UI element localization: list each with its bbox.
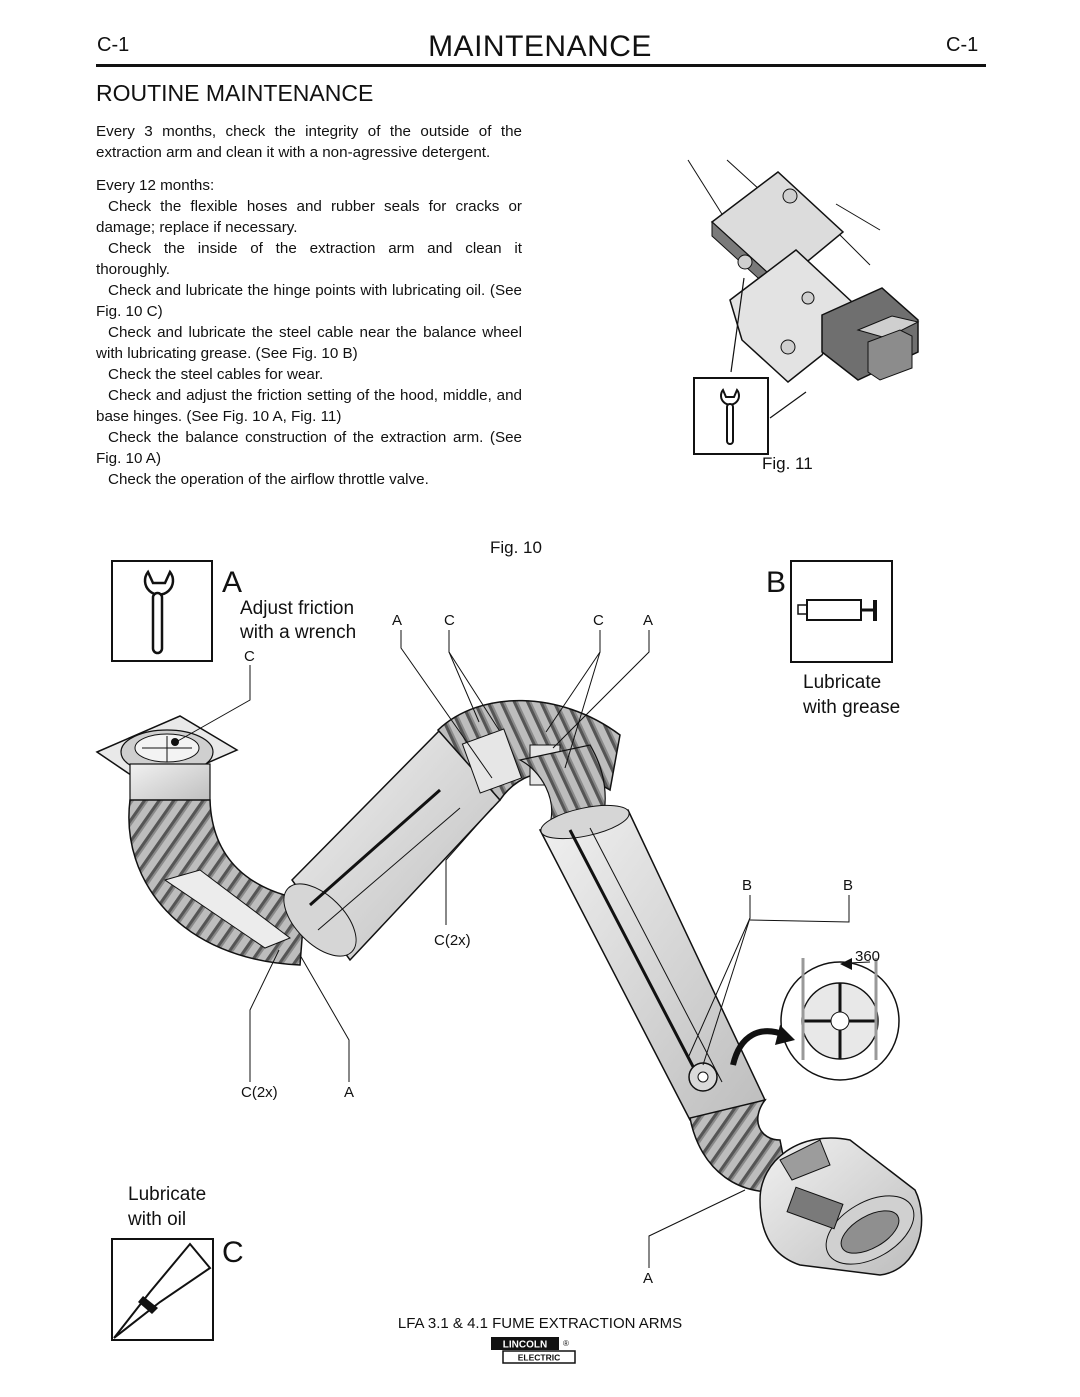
fig11-bracket-drawing [687,159,920,419]
lubricate-oil-label: Lubricate [128,1184,206,1205]
callout-leaders [175,630,850,1268]
logo-bottom-text: ELECTRIC [518,1353,561,1363]
header-rule [96,64,986,67]
checklist-item: Check and lubricate the steel cable near… [96,324,522,362]
rotation-label: 360 [855,948,880,965]
maintenance-text: Every 3 months, check the integrity of t… [96,121,522,490]
callout-a: A [643,1270,653,1287]
checklist-item: Check the steel cables for wear. [108,366,324,383]
callout-a: A [344,1084,354,1101]
grease-gun-icon [790,560,893,663]
fig10-letter-c: C [222,1236,244,1269]
callout-c2x: C(2x) [434,932,471,949]
callout-a: A [392,612,402,629]
lincoln-electric-logo: LINCOLN ® ELECTRIC [491,1337,576,1364]
logo-registered-mark: ® [563,1339,569,1348]
with-wrench-label: with a wrench [239,622,356,643]
twelve-months-heading: Every 12 months: [96,177,215,194]
wrench-icon [111,560,213,662]
callout-c: C [444,612,455,629]
callout-c: C [593,612,604,629]
checklist-item: Check the balance construction of the ex… [96,429,522,467]
logo-top-text: LINCOLN [503,1340,547,1351]
oil-can-icon [111,1238,214,1341]
checklist-item: Check the flexible hoses and rubber seal… [96,198,522,236]
checklist-item: Check the operation of the airflow throt… [108,471,429,488]
checklist-item: Check the inside of the extraction arm a… [96,240,522,278]
with-grease-label: with grease [802,697,900,718]
page-title: MAINTENANCE [428,30,652,63]
checklist-item: Check and lubricate the hinge points wit… [96,282,522,320]
callout-a: A [643,612,653,629]
fig10-caption: Fig. 10 [490,538,542,557]
fig11-wrench-box [693,377,769,455]
callout-c: C [244,648,255,665]
page-code-left: C-1 [97,34,130,56]
footer-product: LFA 3.1 & 4.1 FUME EXTRACTION ARMS [397,1315,683,1332]
page-code-right: C-1 [946,34,979,56]
fig10-letter-a: A [222,566,242,599]
callout-b: B [742,877,752,894]
extraction-arm-drawing [95,699,923,1276]
section-title: ROUTINE MAINTENANCE [96,80,374,106]
lubricate-grease-label: Lubricate [803,672,881,693]
adjust-friction-label: Adjust friction [240,598,354,619]
checklist-item: Check and adjust the friction setting of… [96,387,522,425]
with-oil-label: with oil [127,1209,186,1230]
intro-paragraph: Every 3 months, check the integrity of t… [96,123,522,161]
callout-c2x: C(2x) [241,1084,278,1101]
fig11-caption: Fig. 11 [762,454,813,473]
fig10-letter-b: B [766,566,786,599]
callout-b: B [843,877,853,894]
